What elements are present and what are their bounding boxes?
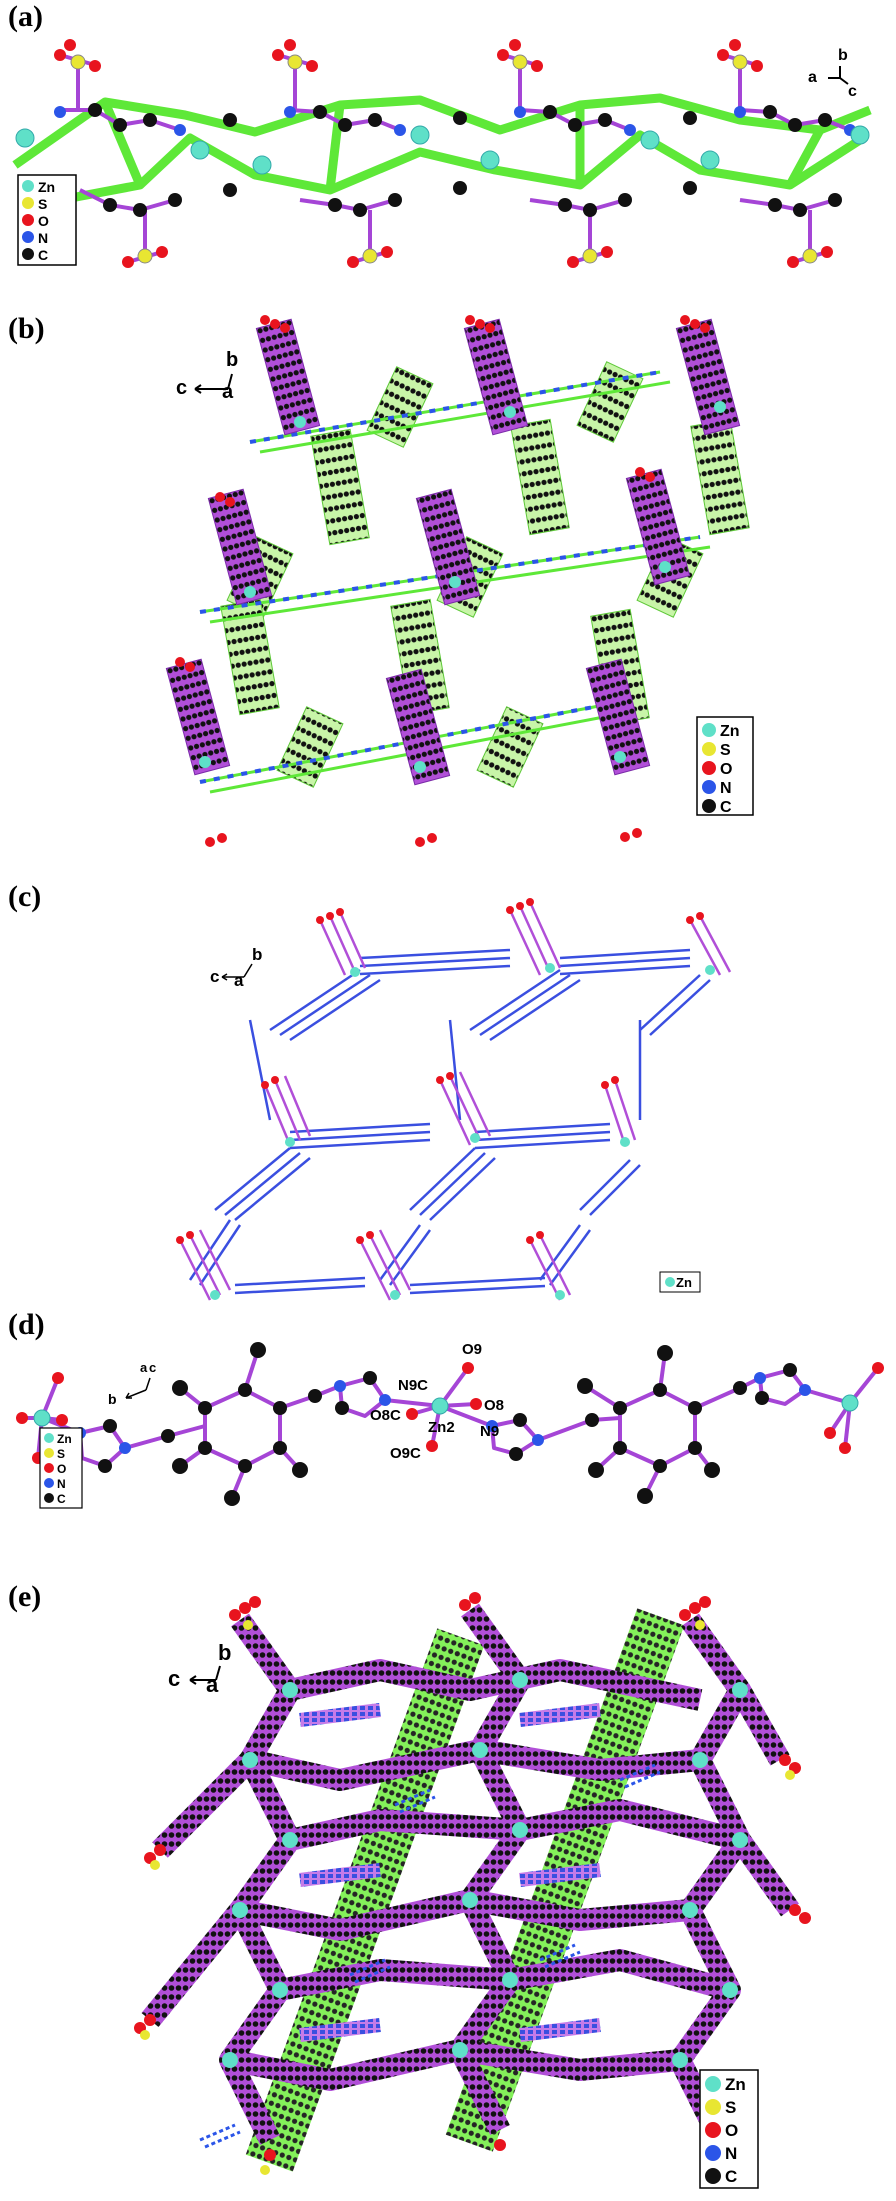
legend-a-zn: Zn <box>38 179 55 195</box>
panel-c-legend: Zn <box>659 1271 701 1293</box>
legend-d-zn: Zn <box>57 1432 72 1446</box>
panel-b-label: (b) <box>8 312 45 345</box>
panel-b-axis-a: a <box>222 381 234 403</box>
legend-b-n: N <box>720 780 732 797</box>
legend-e-c: C <box>725 2167 737 2186</box>
panel-d-legend: Zn S O N C <box>39 1427 83 1509</box>
panel-e: (e) <box>0 1580 896 2201</box>
panel-a-axis-a: a <box>808 69 817 86</box>
panel-a-label: (a) <box>8 0 43 33</box>
label-o9: O9 <box>462 1341 482 1358</box>
panel-c-label: (c) <box>8 880 42 913</box>
panel-d-label: (d) <box>8 1308 45 1341</box>
label-o8c: O8C <box>370 1407 401 1424</box>
panel-d-axis-c: c <box>149 1360 156 1375</box>
panel-e-label: (e) <box>8 1580 42 1613</box>
label-n9c: N9C <box>398 1377 428 1394</box>
legend-d-o: O <box>57 1462 66 1476</box>
label-n9: N9 <box>480 1423 499 1440</box>
panel-c-axis-a: a <box>234 971 244 990</box>
legend-d-s: S <box>57 1447 65 1461</box>
panel-e-network: c b a Zn S O N C <box>134 1592 811 2189</box>
panel-c-axis-b: b <box>252 945 262 964</box>
panel-e-legend: Zn S O N C <box>699 2069 759 2189</box>
legend-e-n: N <box>725 2144 737 2163</box>
legend-b-s: S <box>720 742 731 759</box>
label-o8: O8 <box>484 1397 504 1414</box>
panel-a-axis-c: c <box>848 83 857 100</box>
legend-a-c: C <box>38 247 48 263</box>
panel-e-axis-c: c <box>168 1666 180 1691</box>
legend-a-n: N <box>38 230 48 246</box>
panel-b-axis-c: c <box>176 377 187 399</box>
panel-a-axis-b: b <box>838 47 848 64</box>
panel-b-legend: Zn S O N C <box>696 716 754 816</box>
legend-a-o: O <box>38 213 49 229</box>
legend-b-zn: Zn <box>720 723 740 740</box>
legend-e-zn: Zn <box>725 2075 746 2094</box>
legend-e-o: O <box>725 2121 738 2140</box>
legend-d-n: N <box>57 1477 66 1491</box>
legend-c-zn: Zn <box>676 1275 692 1290</box>
panel-d-unit: N9C O9 O8C O8 Zn2 N9 O9C b a c Zn S O N … <box>16 1341 884 1509</box>
panel-e-axis-a: a <box>206 1672 219 1697</box>
panel-d: (d) <box>0 1308 896 1558</box>
label-zn2: Zn2 <box>428 1419 455 1436</box>
panel-d-axis-b: b <box>108 1391 117 1407</box>
panel-c: (c) <box>0 880 896 1310</box>
panel-c-topology: c a b Zn <box>176 898 732 1301</box>
panel-e-axis-b: b <box>218 1640 231 1665</box>
panel-a: (a) <box>0 0 896 270</box>
panel-b: (b) <box>0 312 896 852</box>
panel-b-axis-b: b <box>226 349 238 371</box>
panel-b-network: c b a Zn S O N C <box>165 315 754 847</box>
panel-d-axis-a: a <box>140 1360 148 1375</box>
panel-a-chain: a b c Zn S O N C <box>12 39 872 268</box>
legend-a-s: S <box>38 196 47 212</box>
legend-e-s: S <box>725 2098 736 2117</box>
panel-a-legend: Zn S O N C <box>17 174 77 266</box>
panel-c-axis-c: c <box>210 967 219 986</box>
legend-d-c: C <box>57 1492 66 1506</box>
label-o9c: O9C <box>390 1445 421 1462</box>
legend-b-c: C <box>720 799 732 816</box>
legend-b-o: O <box>720 761 732 778</box>
